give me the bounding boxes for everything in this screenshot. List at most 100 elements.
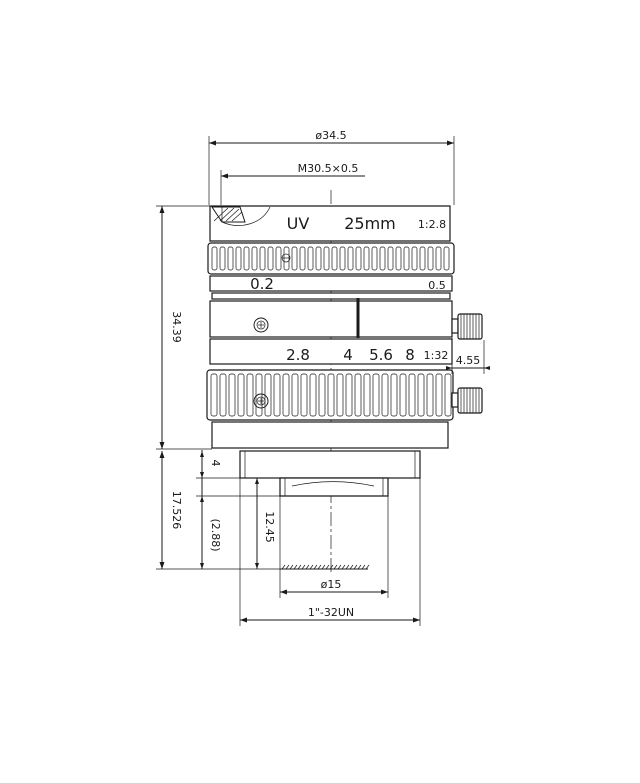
knurl-ridge [379, 246, 386, 271]
knurl-ridge [345, 373, 353, 417]
knurl-ridge [243, 246, 250, 271]
knurl-ridge [237, 373, 245, 417]
dim-c-mount-thread: 1"-32UN [239, 478, 421, 626]
hatch-line [281, 564, 286, 570]
f-stop-mark: 1:32 [424, 349, 449, 362]
hatch-line [333, 564, 338, 570]
dim-flange-length-label: 17.526 [170, 491, 183, 530]
dim-mount-step: 4 [196, 450, 240, 479]
knurl-ridge [259, 246, 266, 271]
dim-outer-diameter: ø34.5 [208, 129, 455, 205]
knurl-ridge [291, 246, 298, 271]
phillips-screw-icon [253, 317, 269, 333]
knurl-ridge [246, 373, 254, 417]
hatch-line [305, 564, 310, 570]
phillips-screw-icon [253, 393, 269, 409]
knurl-ridge [299, 246, 306, 271]
hatch-line [365, 564, 370, 570]
hatch-line [361, 564, 366, 570]
knurl-ridge [282, 373, 290, 417]
dim-inner-depth: 12.45 [255, 478, 276, 569]
hatch-line [353, 564, 358, 570]
knurl-ridge [291, 373, 299, 417]
dim-ref-length-label: (2.88) [209, 518, 222, 551]
dim-screw-offset-label: 4.55 [456, 354, 481, 367]
dim-c-mount-thread-label: 1"-32UN [308, 606, 354, 619]
f-stop-mark: 2.8 [286, 346, 310, 364]
f-stop-mark: 5.6 [369, 346, 393, 364]
knurl-ridge [339, 246, 346, 271]
knurl-ridge [427, 246, 434, 271]
knurl-ridge [426, 373, 434, 417]
f-stop-mark: 4 [343, 346, 353, 364]
knurl-ridge [435, 246, 442, 271]
knurl-ridge [336, 373, 344, 417]
knurl-ridge [300, 373, 308, 417]
knurl-ridge [354, 373, 362, 417]
knurl-ridge [273, 373, 281, 417]
hatch-line [329, 564, 334, 570]
knurl-ridge [381, 373, 389, 417]
focal-length-marking: 25mm [344, 214, 396, 233]
dim-mount-step-label: 4 [209, 460, 222, 467]
knurl-ridge [403, 246, 410, 271]
hatch-line [293, 564, 298, 570]
knurl-ridge [267, 246, 274, 271]
knurl-ridge [435, 373, 443, 417]
knurl-ridge [390, 373, 398, 417]
aperture-marking: 1:2.8 [418, 218, 446, 231]
knurl-ridge [347, 246, 354, 271]
dim-total-length: 34.39 [156, 205, 212, 450]
knurl-ridge [411, 246, 418, 271]
hatch-line [297, 564, 302, 570]
dim-screw-offset: 4.55 [446, 338, 490, 374]
f-stop-mark: 8 [405, 346, 415, 364]
knurl-ridge [219, 373, 227, 417]
dim-rear-diameter-label: ø15 [321, 578, 342, 591]
knurl-ridge [395, 246, 402, 271]
knurl-ridge [235, 246, 242, 271]
knurl-ridge [399, 373, 407, 417]
hatch-line [317, 564, 322, 570]
knurled-knob-icon [451, 313, 483, 340]
knurl-ridge [251, 246, 258, 271]
knurl-ridge [228, 373, 236, 417]
hatch-line [313, 564, 318, 570]
knurl-ridge [372, 373, 380, 417]
knurl-ridge [331, 246, 338, 271]
dim-total-length-label: 34.39 [170, 311, 183, 343]
hatch-line [341, 564, 346, 570]
knurl-ridge [315, 246, 322, 271]
knurl-ridge [318, 373, 326, 417]
knurl-ridge [387, 246, 394, 271]
knurl-ridge [363, 246, 370, 271]
knurl-ridge [309, 373, 317, 417]
knurl-ridge [371, 246, 378, 271]
knurl-ridge [211, 246, 218, 271]
hatch-line [309, 564, 314, 570]
coating-marking: UV [287, 214, 310, 233]
hatch-line [357, 564, 362, 570]
knurl-ridge [255, 373, 263, 417]
knurl-ridge [355, 246, 362, 271]
focus-near-marking: 0.2 [250, 275, 274, 293]
knurl-ridge [323, 246, 330, 271]
focus-far-marking: 0.5 [428, 279, 446, 292]
hatch-line [325, 564, 330, 570]
hatch-line [289, 564, 294, 570]
dim-rear-diameter: ø15 [279, 496, 389, 598]
hatch-line [301, 564, 306, 570]
image-plane [280, 564, 370, 570]
knurl-ridge [443, 246, 450, 271]
knurl-ridge [417, 373, 425, 417]
knurl-ridge [210, 373, 218, 417]
knurl-ridge [219, 246, 226, 271]
knurl-ridge [444, 373, 452, 417]
lens-body [206, 205, 455, 497]
knurl-ridge [283, 246, 290, 271]
knurled-knob-icon [451, 387, 483, 414]
dim-outer-diameter-label: ø34.5 [315, 129, 346, 142]
knurl-ridge [419, 246, 426, 271]
hatch-line [337, 564, 342, 570]
